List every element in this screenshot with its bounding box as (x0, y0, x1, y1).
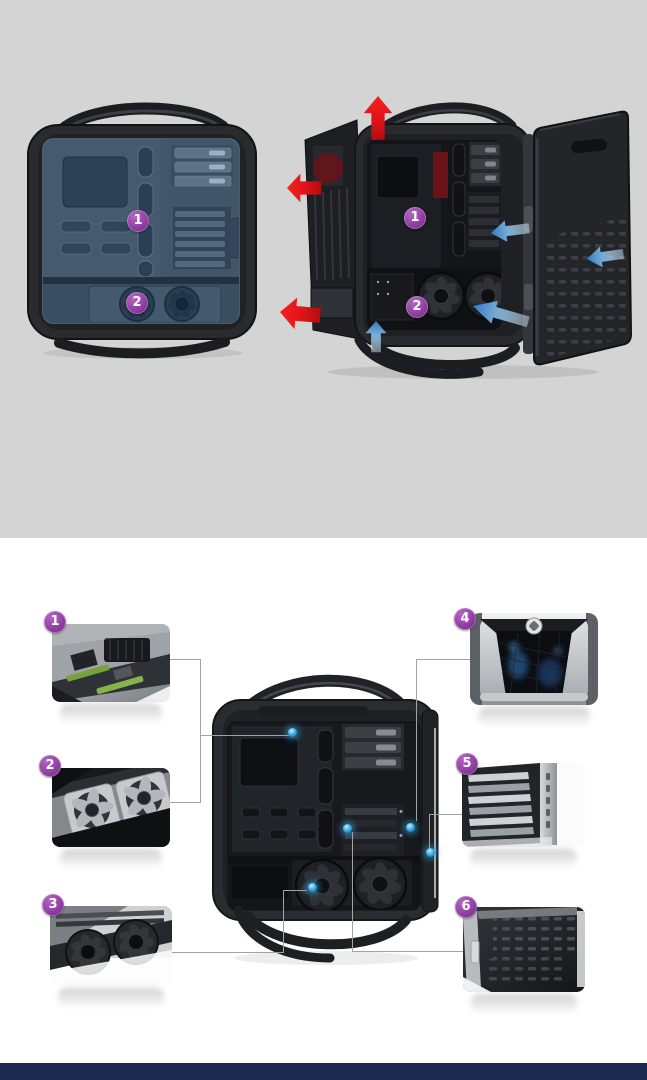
exhaust-arrow-icon (278, 96, 393, 332)
connector-line (429, 814, 462, 815)
feature-thumbnail-motherboard-image (52, 624, 170, 702)
feature-marker-dot (426, 848, 435, 857)
connector-line (416, 659, 417, 821)
feature-marker-dot (343, 824, 352, 833)
airflow-right-badge-2: 2 (406, 296, 428, 318)
connector-line (283, 890, 307, 891)
connector-line (417, 659, 470, 660)
airflow-right-case-image (304, 102, 633, 379)
feature-thumbnail-front-panel-image (470, 613, 598, 705)
feature-badge-4: 4 (454, 608, 476, 630)
feature-thumbnail-side-vents-image (462, 763, 585, 847)
feature-center-case-image (212, 674, 439, 965)
connector-line (172, 952, 284, 953)
connector-line (200, 659, 201, 803)
airflow-arrows-overlay (278, 96, 625, 353)
feature-marker-dot (406, 823, 415, 832)
intake-arrow-icon (365, 217, 625, 353)
airflow-right-badge-1: 1 (404, 207, 426, 229)
feature-badge-2: 2 (39, 755, 61, 777)
airflow-left-badge-2: 2 (126, 292, 148, 314)
feature-thumbnail-front-fans-image (52, 768, 170, 847)
feature-badge-3: 3 (42, 894, 64, 916)
footer-bar (0, 1063, 647, 1080)
feature-badge-5: 5 (456, 753, 478, 775)
connector-line (200, 735, 289, 736)
feature-thumbnail-door-interior-image (463, 907, 585, 992)
connector-line (429, 814, 430, 850)
connector-line (352, 832, 353, 952)
connector-line (170, 659, 201, 660)
feature-badge-1: 1 (44, 611, 66, 633)
airflow-section: 1 2 1 2 (0, 0, 647, 538)
feature-marker-dot (288, 728, 297, 737)
airflow-left-badge-1: 1 (127, 210, 149, 232)
connector-line (352, 951, 463, 952)
feature-thumbnail-bottom-fans-image (50, 906, 172, 986)
feature-badge-6: 6 (455, 896, 477, 918)
connector-line (283, 890, 284, 953)
connector-line (170, 802, 201, 803)
feature-marker-dot (308, 883, 317, 892)
